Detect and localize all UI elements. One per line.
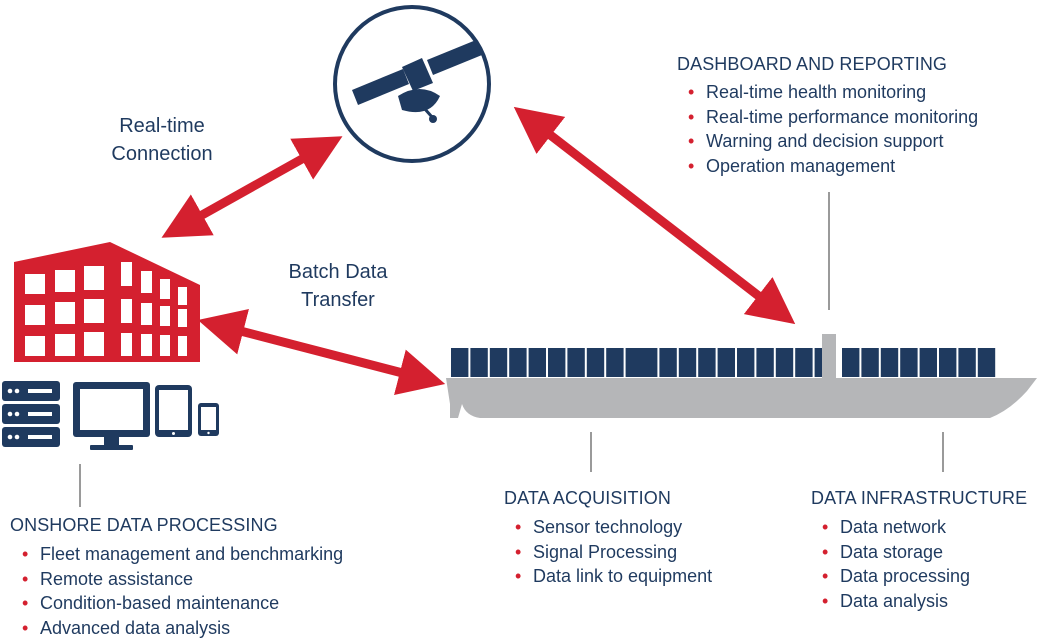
cargo-container — [567, 348, 585, 377]
tablet-icon — [155, 385, 192, 437]
realtime-arrow-right — [513, 106, 796, 325]
realtime-label-line1: Real-time — [119, 115, 205, 137]
batch-transfer-arrow — [197, 309, 446, 395]
batch-label-line1: Batch Data — [288, 261, 388, 283]
list-item: Fleet management and benchmarking — [20, 542, 343, 567]
realtime-label-line2: Connection — [111, 143, 213, 165]
cargo-container — [958, 348, 976, 377]
dashboard-list: Real-time health monitoring Real-time pe… — [686, 80, 978, 178]
cargo-container — [919, 348, 937, 377]
cargo-container — [625, 348, 643, 377]
cargo-container — [489, 348, 508, 377]
satellite-icon — [333, 5, 491, 163]
infrastructure-list: Data network Data storage Data processin… — [820, 515, 970, 613]
cargo-container — [678, 348, 697, 377]
list-item: Real-time performance monitoring — [686, 105, 978, 130]
cargo-container — [880, 348, 899, 377]
cargo-container — [586, 348, 605, 377]
cargo-container — [451, 348, 469, 377]
cargo-container — [470, 348, 488, 377]
connector-lines — [79, 192, 944, 507]
list-item: Data network — [820, 515, 970, 540]
cargo-container — [548, 348, 566, 377]
list-item: Data analysis — [820, 589, 970, 614]
realtime-arrow-left — [161, 136, 343, 238]
cargo-container — [842, 348, 860, 377]
cargo-container — [795, 348, 813, 377]
batch-label-line2: Transfer — [301, 289, 375, 311]
onshore-list: Fleet management and benchmarking Remote… — [20, 542, 343, 640]
cargo-container — [640, 348, 658, 377]
batch-transfer-label: Batch Data Transfer — [272, 258, 404, 314]
infrastructure-heading: DATA INFRASTRUCTURE — [811, 488, 1028, 508]
list-item: Condition-based maintenance — [20, 591, 343, 616]
cargo-container — [606, 348, 624, 377]
cargo-container — [977, 348, 996, 377]
list-item: Warning and decision support — [686, 129, 978, 154]
cargo-container — [756, 348, 774, 377]
container-ship-icon — [446, 334, 1037, 418]
phone-icon — [198, 403, 219, 436]
list-item: Advanced data analysis — [20, 616, 343, 641]
acquisition-heading: DATA ACQUISITION — [504, 488, 671, 508]
list-item: Remote assistance — [20, 567, 343, 592]
office-building-icon — [14, 242, 200, 362]
cargo-container — [659, 348, 677, 377]
monitor-icon — [73, 382, 150, 450]
cargo-container — [861, 348, 879, 377]
list-item: Data processing — [820, 564, 970, 589]
dashboard-heading: DASHBOARD AND REPORTING — [677, 54, 948, 74]
cargo-container — [509, 348, 527, 377]
cargo-container — [939, 348, 957, 377]
list-item: Real-time health monitoring — [686, 80, 978, 105]
list-item: Data link to equipment — [513, 564, 712, 589]
server-icon — [2, 381, 60, 447]
cargo-container — [698, 348, 716, 377]
onshore-heading: ONSHORE DATA PROCESSING — [10, 515, 278, 535]
list-item: Sensor technology — [513, 515, 712, 540]
cargo-container — [775, 348, 794, 377]
list-item: Data storage — [820, 540, 970, 565]
list-item: Operation management — [686, 154, 978, 179]
cargo-container — [737, 348, 755, 377]
cargo-container — [717, 348, 735, 377]
realtime-connection-label: Real-time Connection — [92, 112, 232, 168]
cargo-container — [900, 348, 918, 377]
cargo-container — [528, 348, 546, 377]
acquisition-list: Sensor technology Signal Processing Data… — [513, 515, 712, 589]
list-item: Signal Processing — [513, 540, 712, 565]
